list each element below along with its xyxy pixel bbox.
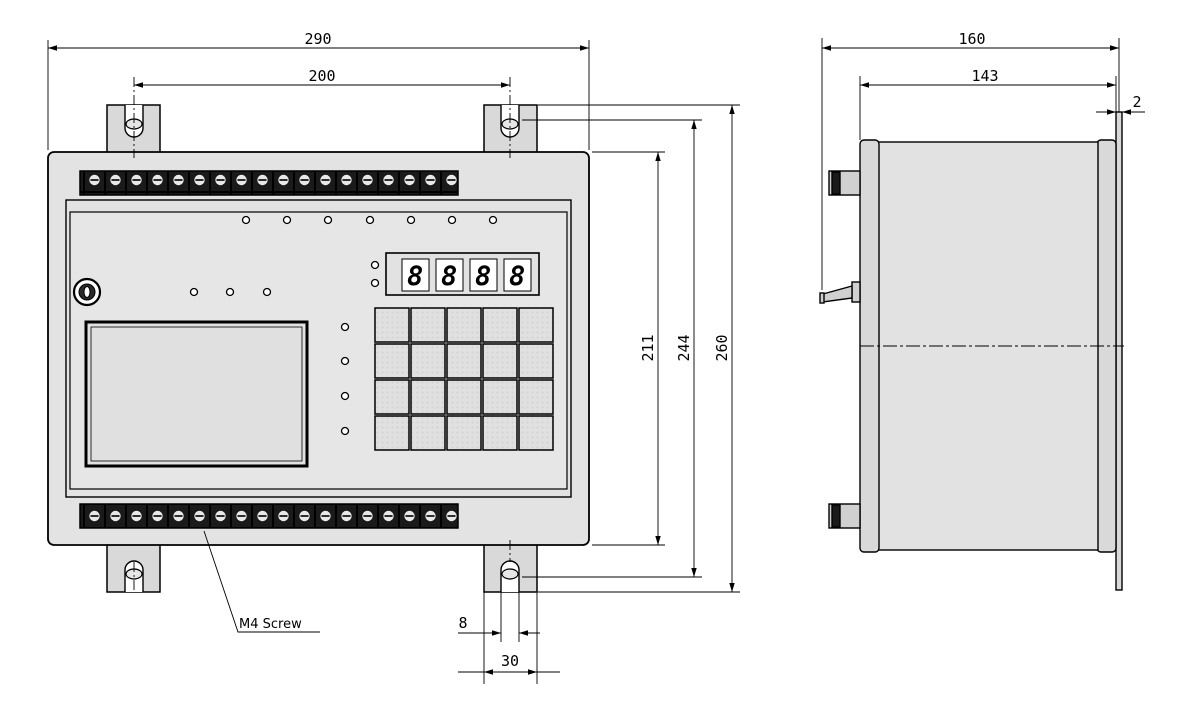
dim-foot-width: 30 <box>501 652 519 670</box>
terminal-block-top <box>79 170 459 196</box>
dim-hole-spacing: 200 <box>308 67 335 85</box>
dim-mount-height: 244 <box>675 334 693 361</box>
side-key-switch <box>819 281 861 304</box>
digit-4: 8 <box>509 261 525 292</box>
led-pair-display <box>370 260 380 288</box>
side-dimension-lines <box>821 38 1145 347</box>
front-dimension-lines <box>47 40 740 684</box>
keypad <box>374 307 554 451</box>
front-dimension-texts: 290 200 211 244 260 8 30 M4 Screw <box>239 30 731 670</box>
key-switch <box>72 277 102 307</box>
led-column <box>340 322 350 436</box>
led-row-middle <box>189 287 272 297</box>
dim-overall-depth: 160 <box>958 30 985 48</box>
dim-overall-height: 260 <box>713 334 731 361</box>
dim-slot-width: 8 <box>458 614 467 632</box>
digit-1: 8 <box>407 261 423 292</box>
m4-screw-callout: M4 Screw <box>239 617 302 632</box>
digit-3: 8 <box>475 261 491 292</box>
digit-2: 8 <box>441 261 457 292</box>
side-view <box>819 111 1123 591</box>
side-terminals <box>828 170 861 529</box>
dim-body-depth: 143 <box>971 67 998 85</box>
front-panel-frame <box>65 199 572 498</box>
dim-overall-width: 290 <box>304 30 331 48</box>
terminal-block-bottom <box>79 503 459 529</box>
display-digits: 8 8 8 8 <box>401 258 532 292</box>
led-row-top <box>241 215 498 225</box>
dim-plate-thickness: 2 <box>1132 93 1141 111</box>
dim-case-height: 211 <box>639 334 657 361</box>
front-view <box>47 104 590 593</box>
mounting-plate <box>1115 111 1123 591</box>
side-dimension-texts: 160 143 2 <box>958 30 1141 111</box>
